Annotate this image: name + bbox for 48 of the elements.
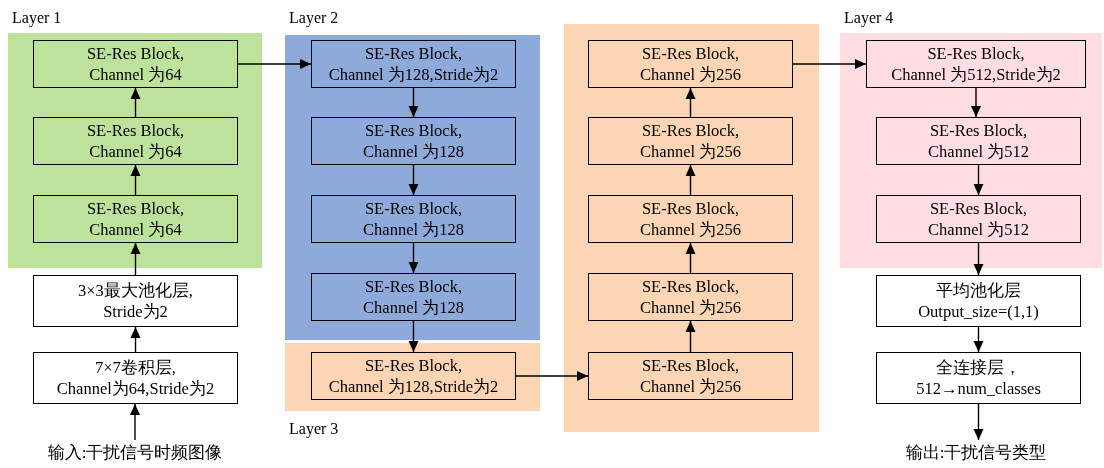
arrow	[408, 320, 419, 353]
arrow	[973, 403, 984, 441]
process-box: SE-Res Block, Channel 为256	[588, 195, 793, 243]
layer-panel	[564, 24, 819, 432]
process-box: SE-Res Block, Channel 为128,Stride为2	[311, 352, 516, 400]
process-box: SE-Res Block, Channel 为256	[588, 117, 793, 165]
arrow	[685, 320, 696, 353]
arrow	[515, 371, 589, 381]
process-box: SE-Res Block, Channel 为512,Stride为2	[866, 40, 1086, 88]
arrow	[237, 59, 312, 69]
arrow	[408, 242, 419, 274]
process-box: SE-Res Block, Channel 为256	[588, 40, 793, 88]
layer-title: Layer 1	[12, 8, 62, 28]
process-box: 平均池化层 Output_size=(1,1)	[876, 275, 1081, 327]
arrow	[130, 403, 140, 441]
process-box: SE-Res Block, Channel 为512	[876, 195, 1081, 243]
arrow	[408, 164, 419, 196]
process-box: SE-Res Block, Channel 为512	[876, 117, 1081, 165]
arrow	[130, 326, 141, 353]
process-box: SE-Res Block, Channel 为64	[33, 195, 238, 243]
arrow	[973, 242, 984, 276]
process-box: SE-Res Block, Channel 为64	[33, 117, 238, 165]
process-box: SE-Res Block, Channel 为128	[311, 273, 516, 321]
layer-title: Layer 3	[289, 419, 339, 439]
arrow	[973, 326, 984, 353]
arrow	[792, 59, 867, 69]
process-box: 7×7卷积层, Channel为64,Stride为2	[33, 352, 238, 404]
arrow	[971, 87, 981, 118]
process-box: SE-Res Block, Channel 为128	[311, 117, 516, 165]
process-box: SE-Res Block, Channel 为128	[311, 195, 516, 243]
arrow	[685, 242, 696, 274]
arrow	[130, 242, 141, 276]
process-box: SE-Res Block, Channel 为128,Stride为2	[311, 40, 516, 88]
arrow	[130, 164, 141, 196]
layer-title: Layer 4	[844, 8, 894, 28]
process-box: SE-Res Block, Channel 为256	[588, 352, 793, 400]
flow-text: 输入:干扰信号时频图像	[20, 440, 250, 464]
arrow	[408, 87, 419, 118]
layer-title: Layer 2	[289, 8, 339, 28]
process-box: 3×3最大池化层, Stride为2	[33, 275, 238, 327]
arrow	[685, 87, 696, 118]
arrow	[130, 87, 141, 118]
arrow	[973, 164, 984, 196]
arrow	[685, 164, 696, 196]
process-box: SE-Res Block, Channel 为256	[588, 273, 793, 321]
process-box: SE-Res Block, Channel 为64	[33, 40, 238, 88]
process-box: 全连接层， 512→num_classes	[876, 352, 1081, 404]
flow-text: 输出:干扰信号类型	[876, 440, 1076, 464]
